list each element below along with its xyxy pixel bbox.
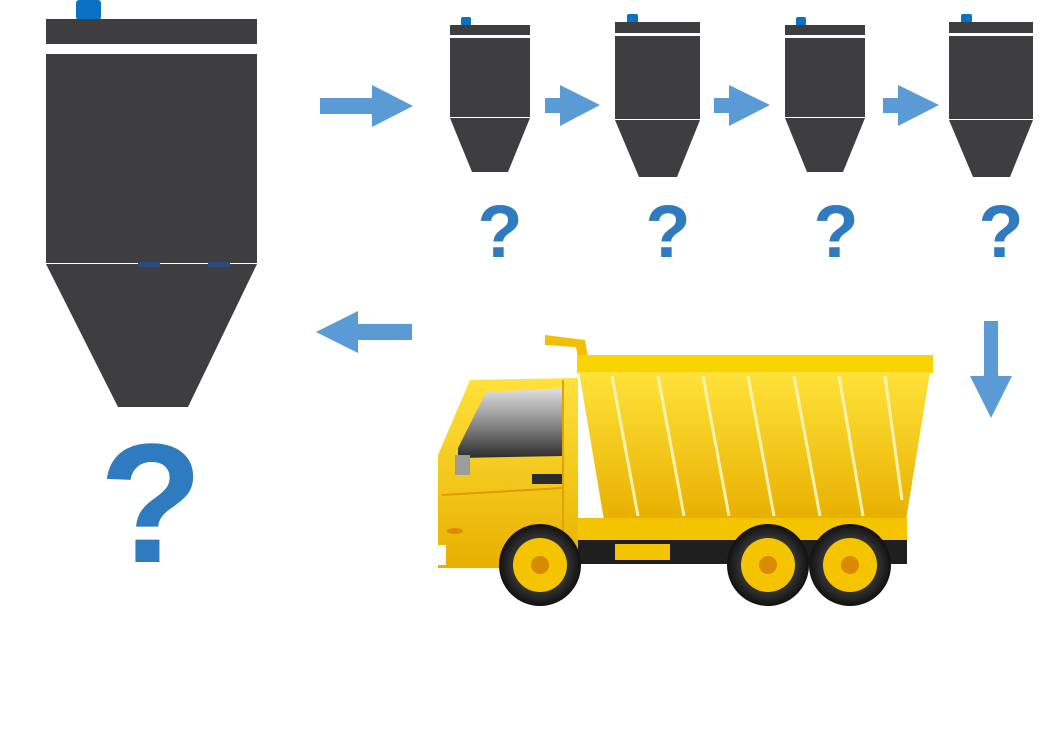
large-silo-question-mark: ? xyxy=(99,409,203,599)
truck-front-wheel xyxy=(499,524,581,606)
small-silo-4-icon: ? xyxy=(949,14,1033,273)
dump-truck-icon xyxy=(436,335,933,606)
silo-lid xyxy=(46,19,257,44)
arrow-right-icon xyxy=(545,85,600,126)
arrow-right-icon xyxy=(714,85,770,126)
large-silo-icon: ? xyxy=(46,0,257,599)
arrow-right-icon xyxy=(320,85,413,127)
small-silo-1-question-mark: ? xyxy=(477,190,522,273)
truck-cab xyxy=(436,378,578,568)
arrow-left-icon xyxy=(316,311,412,353)
small-silo-2-icon: ? xyxy=(615,14,700,273)
small-silo-3-icon: ? xyxy=(785,17,865,273)
silo-body xyxy=(46,54,257,263)
silo-cap xyxy=(76,0,101,20)
small-silo-4-question-mark: ? xyxy=(978,190,1023,273)
arrow-down-icon xyxy=(970,321,1012,418)
truck-dump-bed xyxy=(577,355,933,520)
small-silo-3-question-mark: ? xyxy=(813,190,858,273)
arrow-right-icon xyxy=(883,85,939,126)
silo-hopper xyxy=(46,264,257,407)
small-silo-1-icon: ? xyxy=(450,17,530,273)
truck-rear-wheel xyxy=(809,524,891,606)
truck-rear-wheel xyxy=(727,524,809,606)
small-silo-2-question-mark: ? xyxy=(645,190,690,273)
